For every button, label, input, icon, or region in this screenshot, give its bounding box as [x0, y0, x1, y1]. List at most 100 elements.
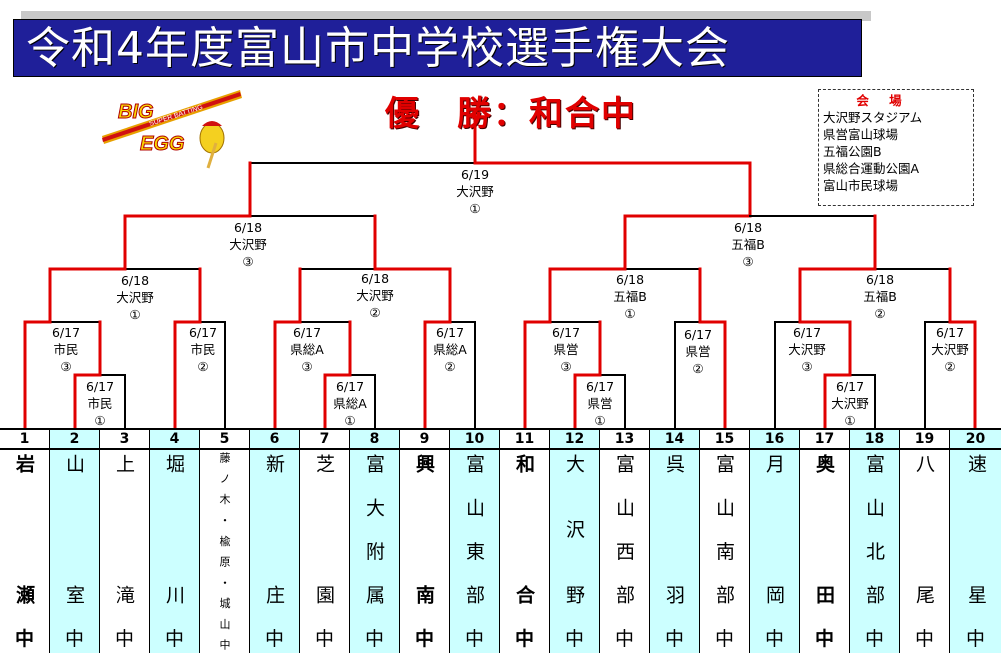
- match-game: ①: [129, 307, 141, 322]
- team-number: 12: [550, 430, 599, 450]
- team-name: 上滝: [113, 454, 135, 604]
- team-name: 大沢野: [563, 454, 585, 604]
- team-column: 19 八尾中: [900, 430, 950, 653]
- venue-legend: 会 場 大沢野スタジアム 県営富山球場 五福公園B 県総合運動公園A 富山市民球…: [818, 89, 974, 206]
- match-game: ③: [242, 254, 254, 269]
- team-number: 16: [750, 430, 799, 450]
- team-number: 2: [50, 430, 99, 450]
- team-number: 13: [600, 430, 649, 450]
- match-date: 6/18: [360, 271, 390, 286]
- team-column: 16 月岡中: [750, 430, 800, 653]
- match-game: ②: [369, 305, 381, 320]
- team-name: 富山西部: [613, 454, 635, 604]
- team-number: 18: [850, 430, 899, 450]
- team-suffix: 中: [414, 628, 434, 650]
- match-game: ②: [874, 306, 886, 321]
- team-suffix: 中: [364, 628, 384, 650]
- team-name: 富山北部: [863, 454, 885, 604]
- team-suffix: 中: [164, 628, 184, 650]
- team-suffix: 中: [914, 628, 934, 650]
- team-number: 20: [950, 430, 1001, 450]
- team-number: 14: [650, 430, 699, 450]
- match-venue: 県営: [685, 344, 711, 359]
- team-name: 富大附属: [363, 454, 385, 604]
- match-venue: 大沢野: [831, 396, 869, 411]
- team-suffix: 中: [314, 628, 334, 650]
- team-number: 1: [0, 430, 49, 450]
- team-name: 芝園: [313, 454, 335, 604]
- team-name: 富山東部: [463, 454, 485, 604]
- team-name: 興南: [413, 454, 435, 604]
- match-venue: 県総A: [333, 396, 367, 411]
- team-number: 9: [400, 430, 449, 450]
- team-name: 速星: [965, 454, 987, 604]
- team-suffix: 中: [114, 628, 134, 650]
- team-name: 八尾: [913, 454, 935, 604]
- match-date: 6/19: [460, 167, 490, 182]
- match-game: ③: [560, 359, 572, 374]
- team-name: 富山南部: [713, 454, 735, 604]
- team-name: 月岡: [763, 454, 785, 604]
- team-suffix: 中: [864, 628, 884, 650]
- team-suffix: 中: [264, 628, 284, 650]
- team-suffix: 中: [14, 628, 34, 650]
- team-column: 15 富山南部中: [700, 430, 750, 653]
- match-game: ①: [594, 413, 606, 428]
- team-number: 15: [700, 430, 749, 450]
- team-name: 藤ノ木・楡原・城山中: [218, 452, 231, 650]
- team-suffix: 中: [764, 628, 784, 650]
- match-date: 6/17: [683, 327, 713, 342]
- team-name: 和合: [513, 454, 535, 604]
- svg-text:BIG: BIG: [118, 101, 154, 123]
- match-date: 6/18: [865, 272, 895, 287]
- match-game: ②: [444, 359, 456, 374]
- match-venue: 大沢野: [229, 237, 267, 252]
- match-date: 6/18: [233, 220, 263, 235]
- team-name: 新庄: [263, 454, 285, 604]
- match-game: ②: [692, 361, 704, 376]
- match-game: ③: [742, 254, 754, 269]
- match-date: 6/17: [188, 325, 218, 340]
- match-venue: 市民: [53, 342, 79, 357]
- match-venue: 県営: [553, 342, 579, 357]
- match-date: 6/17: [935, 325, 965, 340]
- match-venue: 大沢野: [356, 288, 394, 303]
- match-date: 6/17: [51, 325, 81, 340]
- match-venue: 大沢野: [931, 342, 969, 357]
- match-venue: 大沢野: [456, 184, 494, 199]
- match-game: ②: [197, 359, 209, 374]
- team-suffix: 中: [564, 628, 584, 650]
- team-number: 19: [900, 430, 949, 450]
- team-number: 5: [200, 430, 249, 450]
- venue-item: 県営富山球場: [823, 127, 899, 142]
- team-number: 3: [100, 430, 149, 450]
- page-title: 令和4年度富山市中学校選手権大会: [13, 19, 862, 77]
- match-label-sf1: 6/18 大沢野 ③: [203, 219, 293, 270]
- match-date: 6/17: [835, 379, 865, 394]
- title-banner-shadow: [21, 11, 871, 21]
- team-name: 奥田: [813, 454, 835, 604]
- match-venue: 県総A: [433, 342, 467, 357]
- team-number: 11: [500, 430, 549, 450]
- match-date: 6/18: [120, 273, 150, 288]
- team-suffix: 中: [714, 628, 734, 650]
